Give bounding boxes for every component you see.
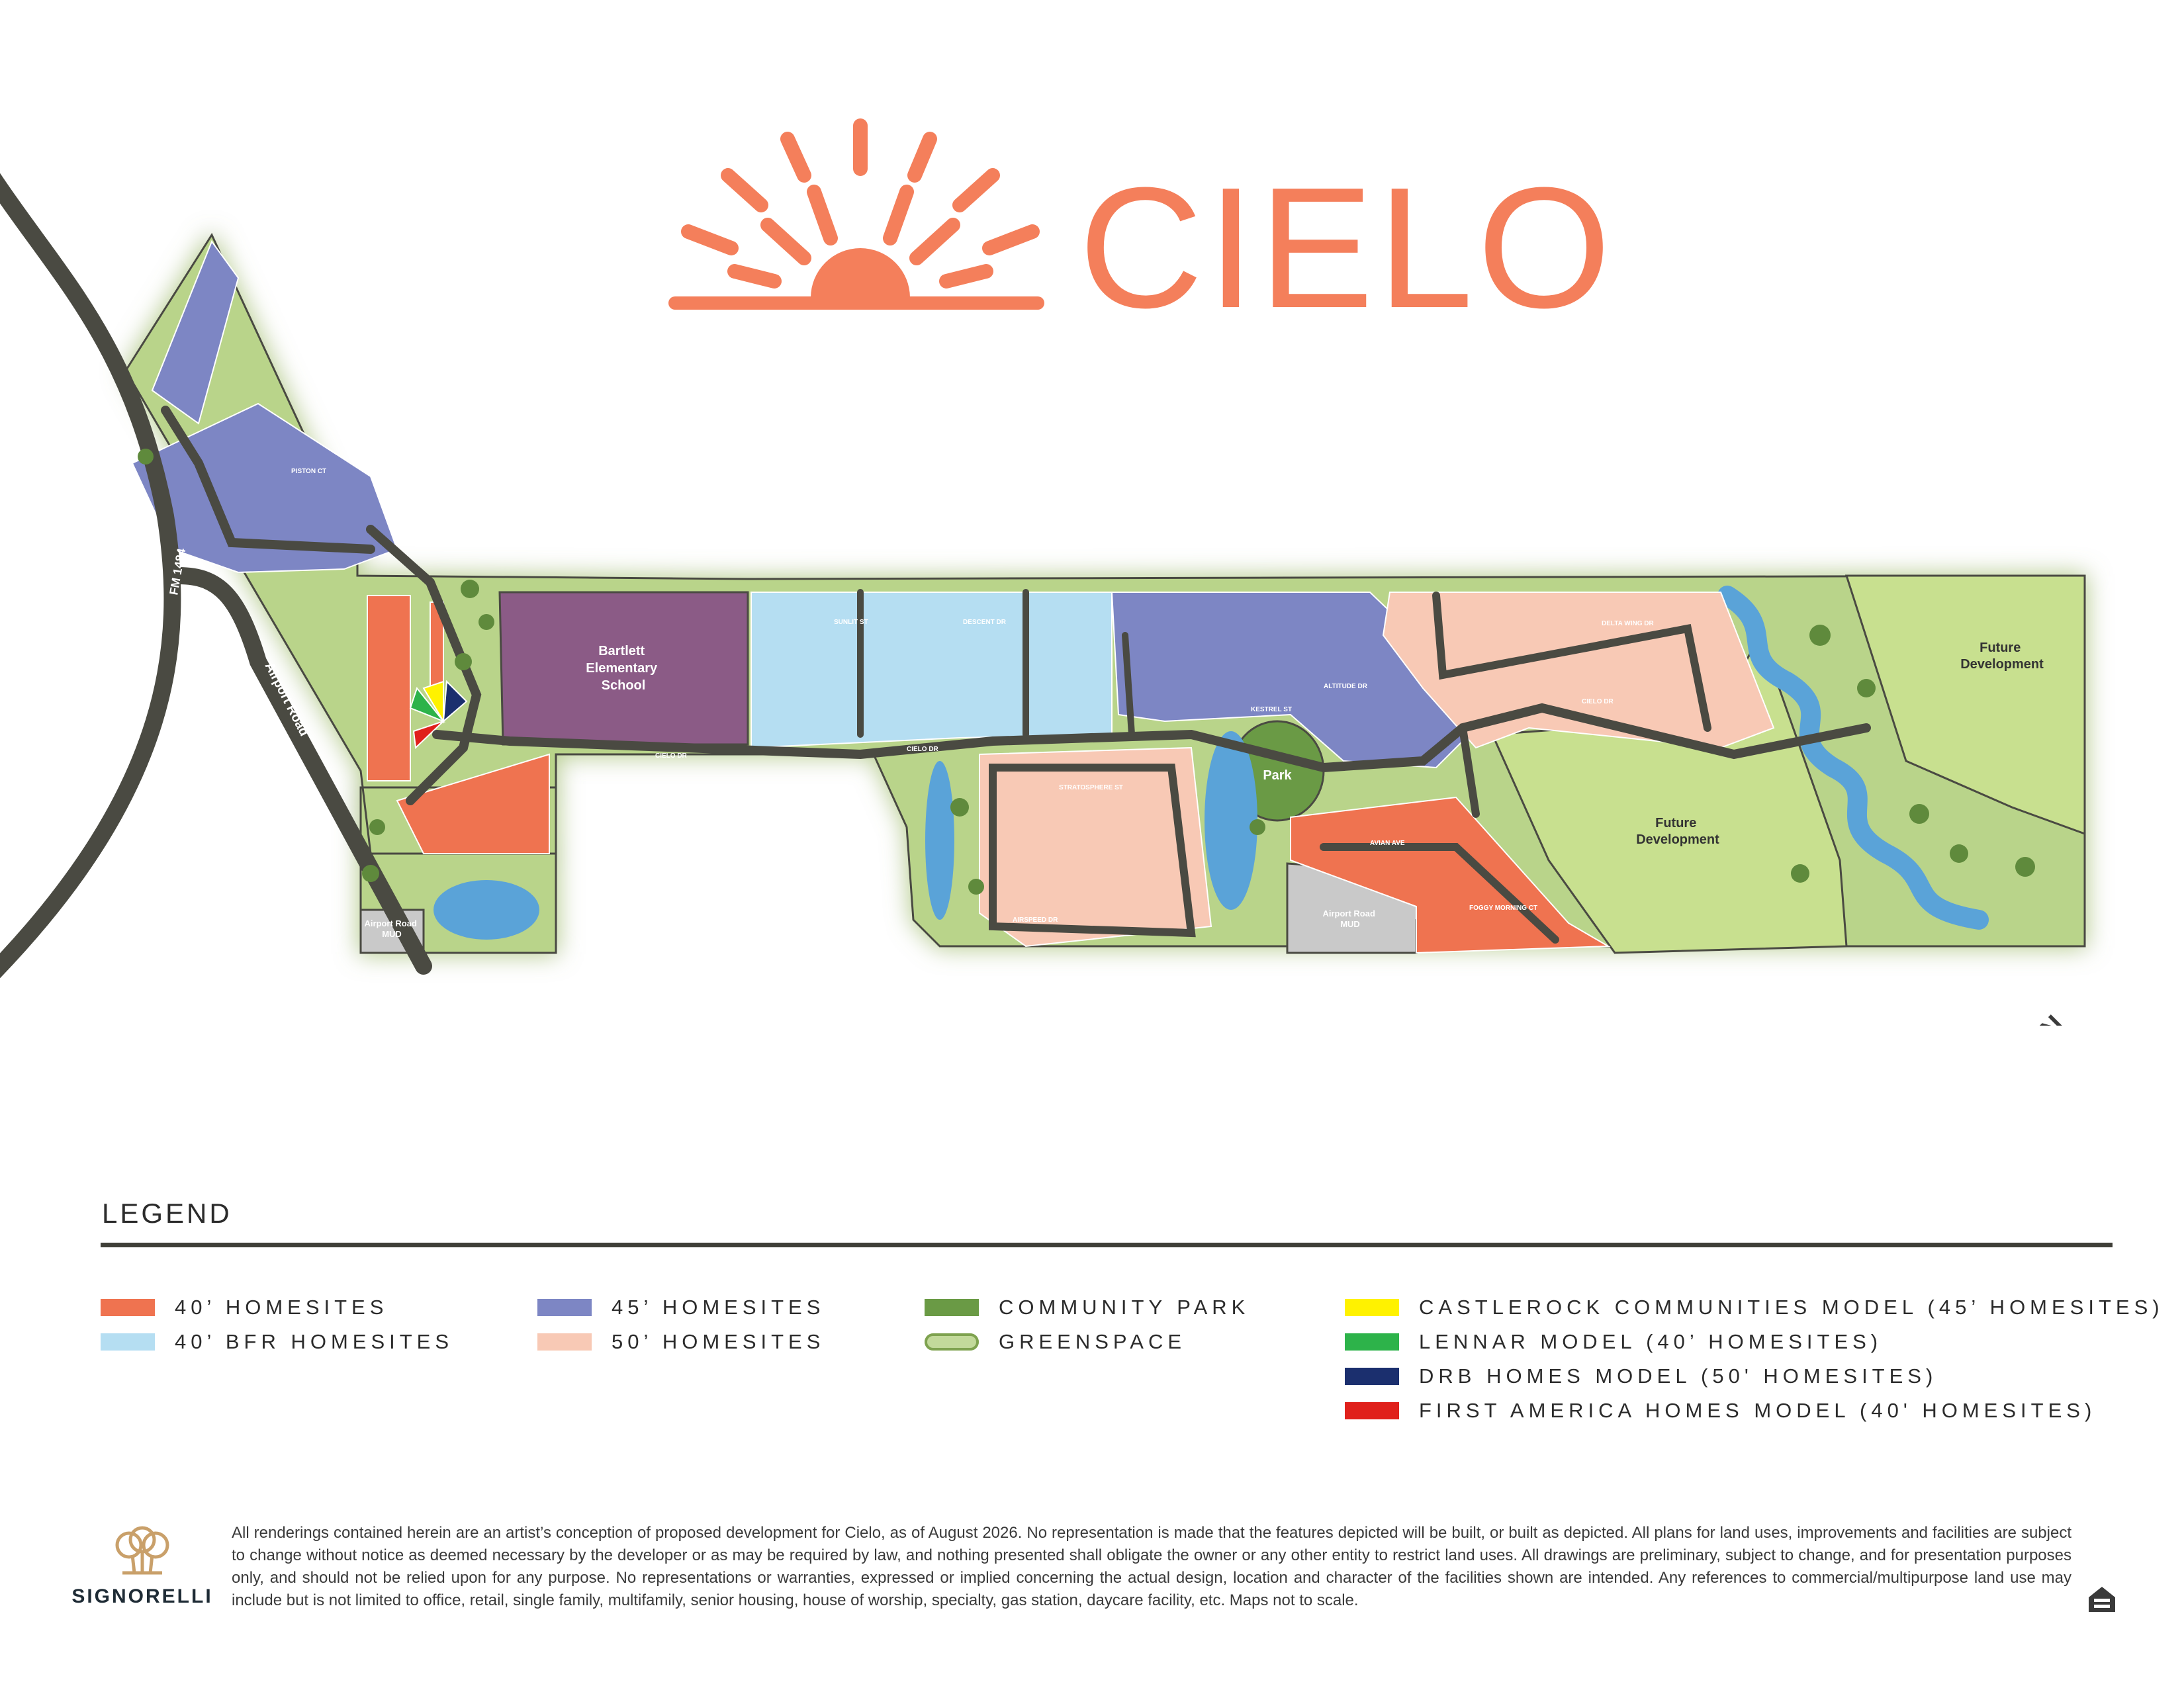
legend-label: DRB HOMES MODEL (50' HOMESITES) — [1419, 1364, 1938, 1388]
signorelli-trees-icon — [115, 1526, 169, 1575]
street-label: AVIAN AVE — [1370, 840, 1405, 847]
legend-item: 50’ HOMESITES — [537, 1325, 825, 1359]
legend-label: 40’ BFR HOMESITES — [175, 1330, 454, 1353]
homesites-40-bfr — [751, 592, 1113, 749]
bartlett-elementary-school — [498, 591, 749, 746]
legend-swatch — [1345, 1299, 1399, 1316]
pond — [433, 880, 539, 940]
legend-swatch — [925, 1299, 979, 1316]
legend-swatch — [101, 1299, 155, 1316]
greenspace-trees — [138, 449, 2035, 895]
legend-item: 45’ HOMESITES — [537, 1290, 825, 1325]
street-label: CIELO DR — [655, 752, 688, 760]
legend-label: 40’ HOMESITES — [175, 1296, 388, 1319]
street-label: FOGGY MORNING CT — [1469, 905, 1537, 912]
legend-swatch — [537, 1299, 592, 1316]
legend-column: 40’ HOMESITES 40’ BFR HOMESITES — [101, 1290, 453, 1359]
north-arrow-icon: N — [2033, 1009, 2071, 1026]
greenspace-trees-icon — [925, 1333, 979, 1351]
label-park: Park — [1263, 768, 1292, 783]
street-label: CIELO DR — [907, 746, 939, 753]
street-label: DELTA WING DR — [1602, 620, 1654, 627]
label-mud-west: Airport Road MUD — [364, 918, 419, 939]
legend-item: LENNAR MODEL (40’ HOMESITES) — [1345, 1325, 2164, 1359]
legend: LEGEND 40’ HOMESITES 40’ BFR HOMESITES 45’… — [101, 1198, 2160, 1422]
street-label: DESCENT DR — [963, 619, 1007, 626]
signorelli-logo: SIGNORELLI — [66, 1525, 218, 1608]
street-label: ALTITUDE DR — [1324, 683, 1368, 690]
legend-swatch — [537, 1333, 592, 1351]
site-plan-map: Bartlett Elementary School Park Future D… — [0, 173, 2086, 1026]
legend-swatch — [1345, 1402, 1399, 1419]
label-future-development-center: Future Development — [1636, 816, 1719, 847]
legend-item: DRB HOMES MODEL (50' HOMESITES) — [1345, 1359, 2164, 1394]
legend-item: CASTLEROCK COMMUNITIES MODEL (45’ HOMESI… — [1345, 1290, 2164, 1325]
street-label: CIELO DR — [1582, 698, 1614, 705]
street-label: AIRSPEED DR — [1013, 916, 1058, 924]
legend-title: LEGEND — [102, 1198, 232, 1229]
legend-item: FIRST AMERICA HOMES MODEL (40' HOMESITES… — [1345, 1394, 2164, 1428]
legend-label: CASTLEROCK COMMUNITIES MODEL (45’ HOMESI… — [1419, 1296, 2164, 1319]
fm-1484-road — [0, 173, 181, 979]
street-labels: CIELO DR CIELO DR CIELO DR STRATOSPHERE … — [291, 468, 1654, 924]
legend-swatch — [1345, 1368, 1399, 1385]
legend-item: GREENSPACE — [925, 1325, 1250, 1359]
brand-header: CIELO — [0, 0, 2184, 371]
legend-divider — [101, 1243, 2113, 1247]
developer-name: SIGNORELLI — [71, 1585, 213, 1607]
pond — [1205, 731, 1257, 910]
label-school: Bartlett Elementary School — [586, 644, 660, 693]
homesites-45 — [131, 240, 1471, 769]
cielo-dr — [432, 703, 1871, 773]
street-label: PISTON CT — [291, 468, 326, 475]
legend-label: 50’ HOMESITES — [612, 1330, 825, 1353]
sunrise-icon — [668, 118, 1044, 310]
legend-label: LENNAR MODEL (40’ HOMESITES) — [1419, 1330, 1883, 1353]
label-future-development-east: Future Development — [1960, 641, 2044, 672]
label-mud-east: Airport Road MUD — [1322, 909, 1377, 929]
legend-label: COMMUNITY PARK — [999, 1296, 1250, 1319]
legend-column: COMMUNITY PARK GREENSPACE — [925, 1290, 1250, 1359]
legend-item: 40’ BFR HOMESITES — [101, 1325, 453, 1359]
brand-title: CIELO — [1079, 152, 1615, 344]
legend-item: COMMUNITY PARK — [925, 1290, 1250, 1325]
road-network — [0, 173, 1871, 979]
footer: SIGNORELLI All renderings contained here… — [0, 1522, 2184, 1654]
future-development-east — [1844, 574, 2086, 836]
legend-label: 45’ HOMESITES — [612, 1296, 825, 1319]
legend-label: FIRST AMERICA HOMES MODEL (40' HOMESITES… — [1419, 1399, 2097, 1422]
street-label: KESTREL ST — [1251, 706, 1292, 713]
svg-text:N: N — [2033, 1009, 2071, 1026]
legend-swatch — [1345, 1333, 1399, 1351]
legend-column: 45’ HOMESITES 50’ HOMESITES — [537, 1290, 825, 1359]
legend-swatch — [101, 1333, 155, 1351]
street-label: STRATOSPHERE ST — [1059, 784, 1123, 791]
legal-disclaimer: All renderings contained herein are an a… — [232, 1524, 2071, 1609]
equal-housing-icon — [2089, 1587, 2115, 1612]
legend-label: GREENSPACE — [999, 1330, 1187, 1353]
legend-item: 40’ HOMESITES — [101, 1290, 453, 1325]
street-label: SUNLIT ST — [834, 619, 868, 626]
creek — [1717, 586, 1989, 930]
pond — [925, 761, 954, 920]
legend-column: CASTLEROCK COMMUNITIES MODEL (45’ HOMESI… — [1345, 1290, 2164, 1428]
model-homes — [409, 680, 468, 750]
airport-road — [170, 567, 432, 975]
